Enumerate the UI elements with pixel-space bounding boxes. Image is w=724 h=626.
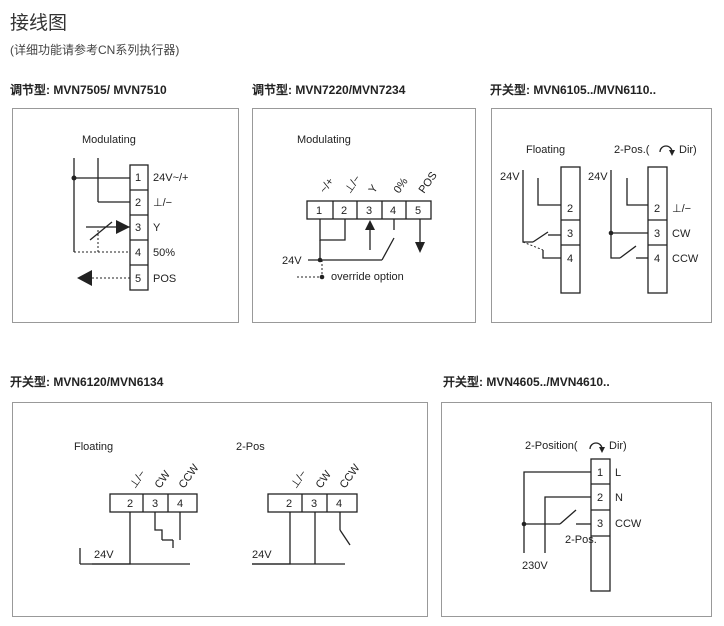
- diagram-2-box: [252, 108, 476, 323]
- d1-sig-4: 50%: [153, 247, 175, 259]
- d1-term-1: 1: [135, 172, 141, 184]
- d3-r-term-4: 4: [654, 253, 660, 265]
- d3-r-term-2: 2: [654, 203, 660, 215]
- d5-switch-label: 2-Pos.: [565, 534, 597, 546]
- diagram-3-box: [491, 108, 712, 323]
- d2-term-2: 2: [341, 205, 347, 217]
- d5-sig-1: L: [615, 467, 621, 479]
- d5-mode-dir: Dir): [609, 440, 627, 452]
- d4-mode-right: 2-Pos: [236, 441, 265, 453]
- d1-sig-5: POS: [153, 273, 176, 285]
- d3-l-term-3: 3: [567, 228, 573, 240]
- d3-l-term-2: 2: [567, 203, 573, 215]
- d1-sig-1: 24V~/+: [153, 172, 188, 184]
- d4-supply-left: 24V: [94, 549, 114, 561]
- d3-r-sig-2: CW: [672, 228, 691, 240]
- d3-l-term-4: 4: [567, 253, 573, 265]
- d1-sig-2: ⊥/−: [153, 197, 172, 209]
- d5-supply: 230V: [522, 560, 548, 572]
- d3-mode-right: 2-Pos.(: [614, 144, 650, 156]
- diagram-1-box: [12, 108, 239, 323]
- d5-term-2: 2: [597, 492, 603, 504]
- d2-term-3: 3: [366, 205, 372, 217]
- d4-r-term-2: 2: [286, 498, 292, 510]
- d4-l-term-2: 2: [127, 498, 133, 510]
- d5-terminal-block: [590, 458, 611, 592]
- d3-r-term-3: 3: [654, 228, 660, 240]
- diagram-2-mode: Modulating: [297, 134, 351, 146]
- d4-r-term-4: 4: [336, 498, 342, 510]
- d2-terminal-block: [306, 200, 432, 220]
- diagram-2-label: 调节型: MVN7220/MVN7234: [252, 83, 406, 97]
- d4-l-term-3: 3: [152, 498, 158, 510]
- d3-r-sig-3: CCW: [672, 253, 699, 265]
- d5-sig-2: N: [615, 492, 623, 504]
- d3-supply-right: 24V: [588, 171, 608, 183]
- d1-term-2: 2: [135, 197, 141, 209]
- d3-left-block: [560, 166, 581, 294]
- diagram-5-label: 开关型: MVN4605../MVN4610..: [443, 375, 610, 389]
- d3-right-block: [647, 166, 668, 294]
- d2-term-4: 4: [390, 205, 396, 217]
- diagram-1-mode: Modulating: [82, 134, 136, 146]
- d2-term-5: 5: [415, 205, 421, 217]
- diagram-3-label: 开关型: MVN6105../MVN6110..: [490, 83, 657, 97]
- d3-mode-right-dir: Dir): [679, 144, 697, 156]
- diagram-5-box: [441, 402, 712, 617]
- d5-term-3: 3: [597, 518, 603, 530]
- d4-left-block: [109, 493, 198, 513]
- d5-term-1: 1: [597, 467, 603, 479]
- d5-mode: 2-Position(: [525, 440, 578, 452]
- diagram-1-label: 调节型: MVN7505/ MVN7510: [10, 83, 167, 97]
- page-subtitle: (详细功能请参考CN系列执行器): [10, 43, 180, 57]
- d4-mode-left: Floating: [74, 441, 113, 453]
- d1-term-4: 4: [135, 247, 141, 259]
- d1-term-3: 3: [135, 222, 141, 234]
- d2-supply: 24V: [282, 255, 302, 267]
- diagram-4-label: 开关型: MVN6120/MVN6134: [10, 375, 164, 389]
- d1-term-5: 5: [135, 273, 141, 285]
- d2-override: override option: [331, 271, 404, 283]
- d4-r-term-3: 3: [311, 498, 317, 510]
- diagram-4-box: [12, 402, 428, 617]
- d3-supply-left: 24V: [500, 171, 520, 183]
- d4-supply-right: 24V: [252, 549, 272, 561]
- d2-term-1: 1: [316, 205, 322, 217]
- d4-right-block: [267, 493, 358, 513]
- d4-l-term-4: 4: [177, 498, 183, 510]
- page-title: 接线图: [10, 13, 68, 34]
- d3-r-sig-1: ⊥/−: [672, 203, 691, 215]
- d1-sig-3: Y: [153, 222, 161, 234]
- d5-sig-3: CCW: [615, 518, 642, 530]
- d3-mode-left: Floating: [526, 144, 565, 156]
